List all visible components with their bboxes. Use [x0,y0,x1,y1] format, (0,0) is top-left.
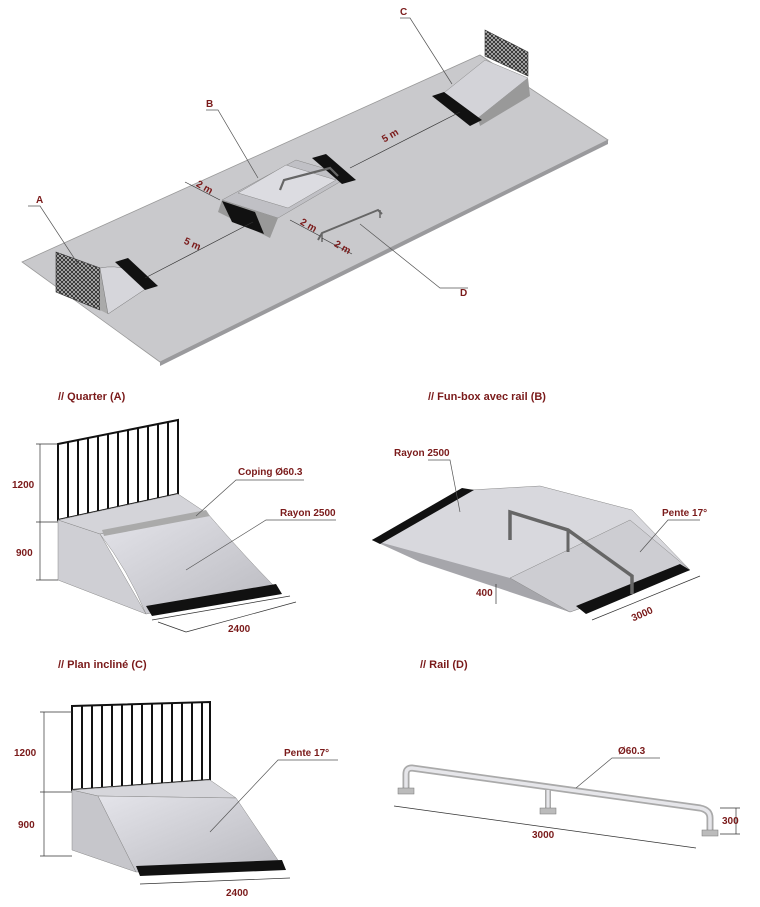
plan-pente-leader [209,759,338,833]
funbox-title: // Fun-box avec rail (B) [428,391,546,403]
dim-line-a-b [144,221,254,279]
plan-title: // Plan incliné (C) [58,659,147,671]
funbox-rayon-leader [428,459,461,513]
dim-line-d-width [321,237,353,255]
quarter-rayon-leader [185,519,336,571]
funbox-rayon: Rayon 2500 [394,448,450,459]
overview-plan: 5 m 5 m 2 m 2 m 2 m A B C D [21,7,609,366]
ground-slab-edge [160,140,608,366]
dim-line-d-gap [289,219,321,237]
quarter-height-fence: 1200 [12,480,35,491]
module-d [317,208,383,242]
detail-plan: // Plan incliné (C) 1200 900 2400 Pente … [14,659,338,899]
detail-funbox: // Fun-box avec rail (B) 400 3000 Rayon … [371,391,707,624]
detail-quarter: // Quarter (A) 1200 900 [12,391,336,635]
label-b: B [206,99,213,110]
quarter-rayon: Rayon 2500 [280,508,336,519]
funbox-length: 3000 [630,605,655,624]
leader-a [28,205,79,265]
module-b [218,154,356,238]
rail-diameter-leader [575,757,660,789]
plan-height-ramp: 900 [18,820,35,831]
rail-length: 3000 [532,830,555,841]
quarter-coping: Coping Ø60.3 [238,467,303,478]
quarter-height-ramp: 900 [16,548,33,559]
rail-title: // Rail (D) [420,659,468,671]
label-c: C [400,7,407,18]
module-a [55,251,158,315]
leader-c [400,17,453,85]
label-a: A [36,195,43,206]
module-c [432,29,530,126]
plan-height-fence: 1200 [14,748,37,759]
quarter-length: 2400 [228,624,251,635]
rail-height: 300 [722,816,739,827]
leader-d [359,223,468,289]
dim-line-b-c [349,111,461,169]
detail-rail: // Rail (D) 3000 300 Ø60.3 [393,659,740,849]
rail-diameter: Ø60.3 [618,746,646,757]
dim-line-b-width [184,181,221,201]
quarter-title: // Quarter (A) [58,391,126,403]
plan-pente: Pente 17° [284,748,329,759]
funbox-pente-leader [639,519,700,553]
leader-b [206,109,259,179]
plan-length: 2400 [226,888,249,899]
funbox-height: 400 [476,588,493,599]
label-d: D [460,288,467,299]
funbox-pente: Pente 17° [662,508,707,519]
quarter-coping-leader [195,479,304,517]
